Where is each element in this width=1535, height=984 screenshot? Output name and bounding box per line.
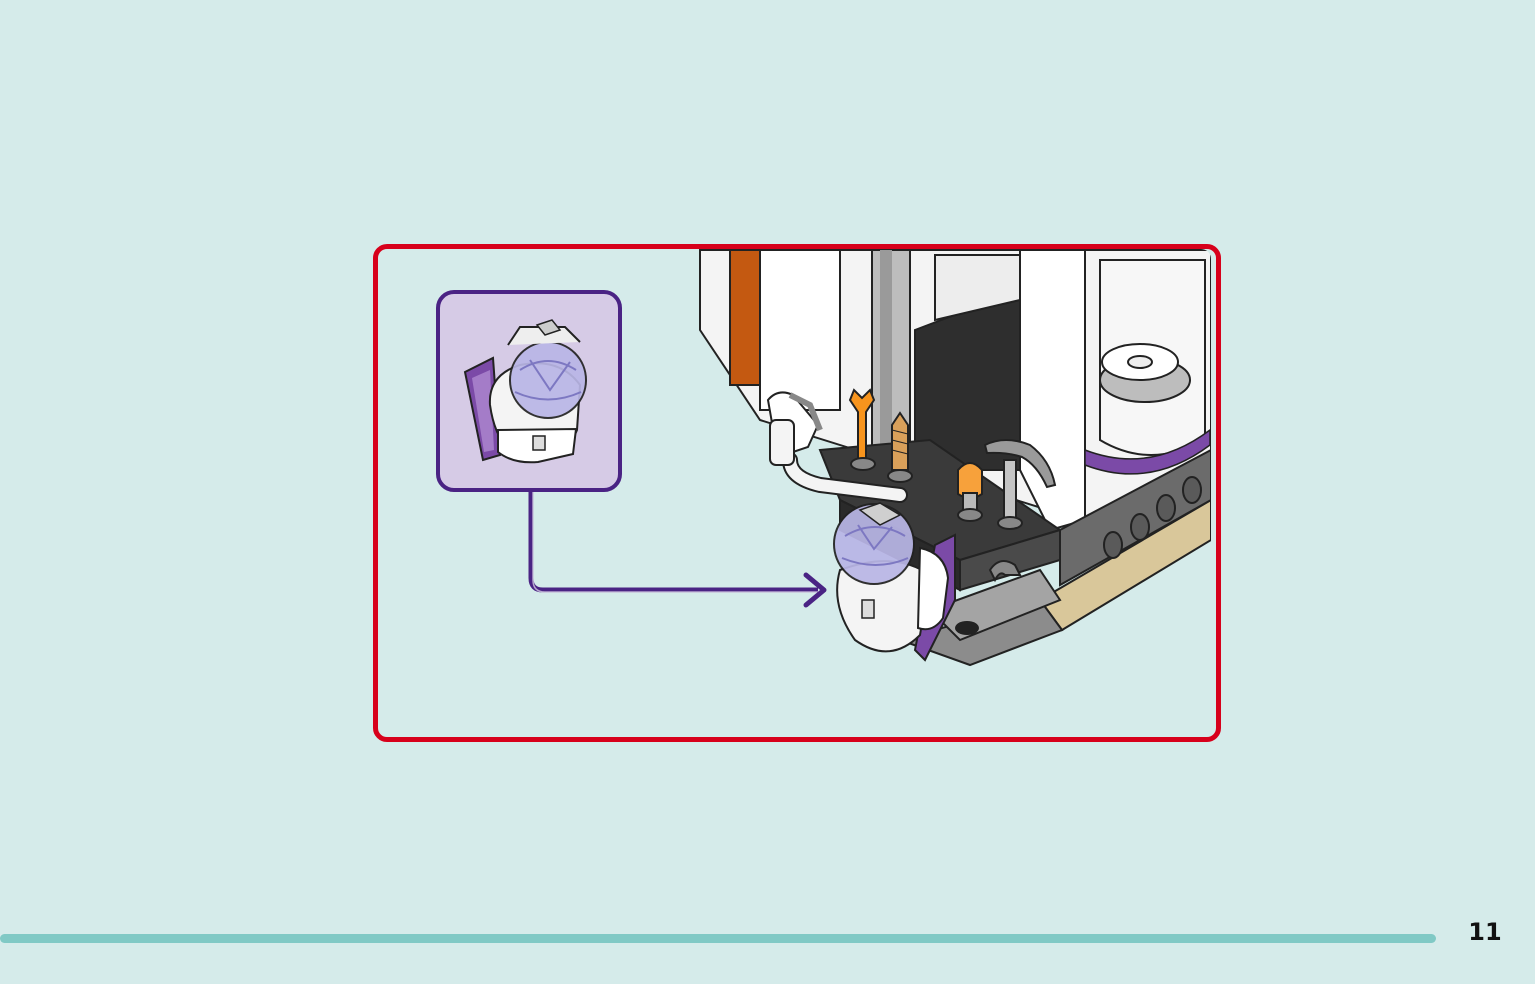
arrow-right-icon	[528, 490, 827, 608]
page-number: 11	[1468, 918, 1502, 946]
callout-astronaut-icon	[463, 319, 587, 464]
assembly-model	[699, 249, 1211, 667]
progress-bar	[0, 934, 1436, 943]
